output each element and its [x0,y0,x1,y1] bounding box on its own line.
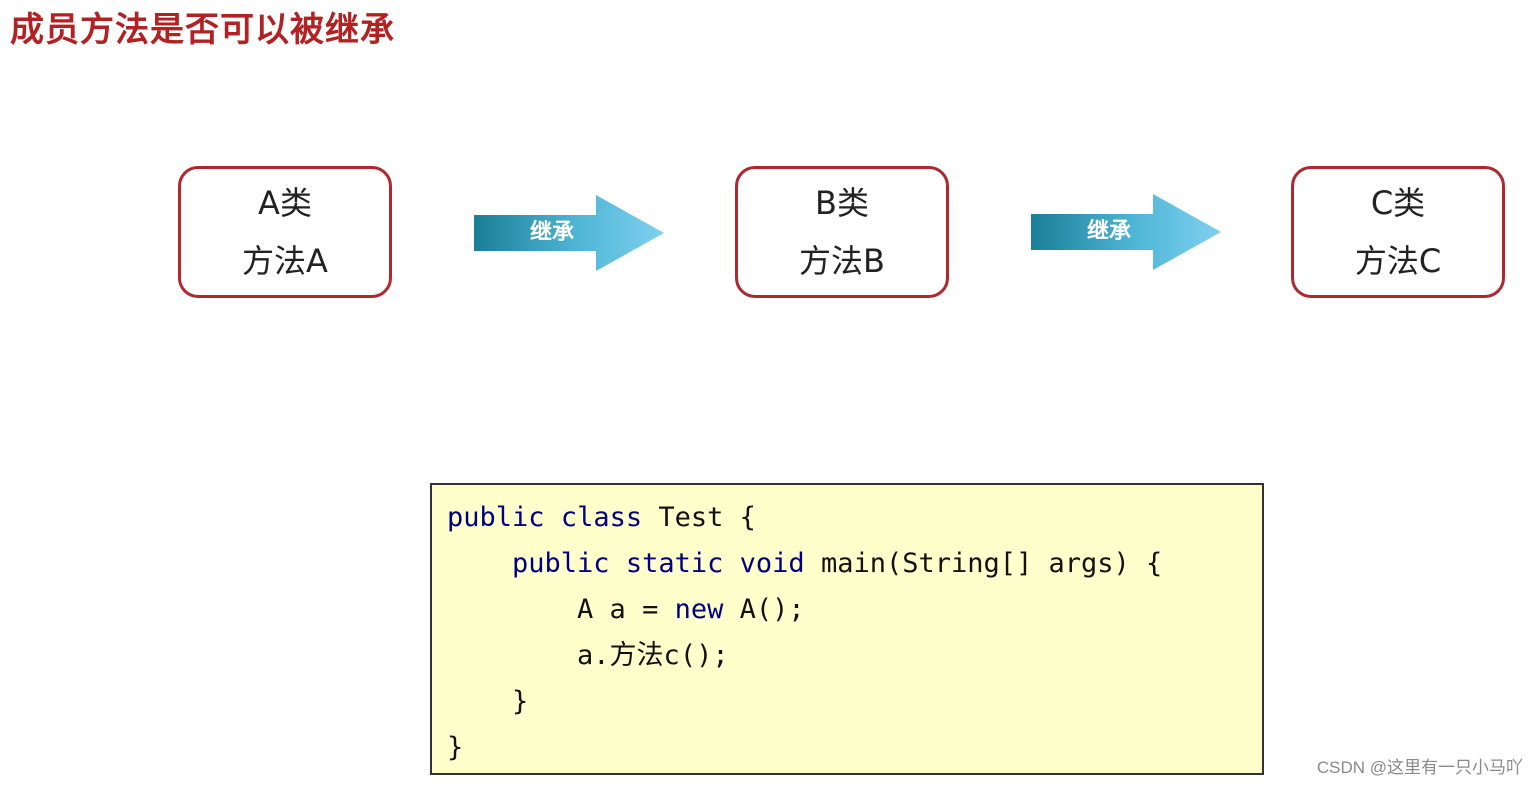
code-indent [447,594,577,625]
method-name: 方法B [799,242,885,280]
code-line: } [447,679,1262,725]
keyword: new [674,594,724,625]
code-text: } [447,732,464,763]
class-box-c: C类 方法C [1291,166,1505,298]
class-box-a: A类 方法A [178,166,392,298]
code-text: A(); [723,594,805,625]
inherit-arrow-a-b: 继承 [472,193,666,273]
code-block: public class Test { public static void m… [430,483,1264,775]
code-indent [447,640,577,671]
inherit-arrow-b-c: 继承 [1029,192,1223,272]
page-title: 成员方法是否可以被继承 [10,10,395,50]
arrow-label: 继承 [529,220,574,245]
keyword: class [560,502,643,533]
code-line: public class Test { [447,495,1262,541]
keyword: static [625,548,724,579]
keyword: void [739,548,805,579]
code-indent [447,686,512,717]
keyword: public [512,548,610,579]
class-box-b: B类 方法B [735,166,949,298]
code-text: main(String[] args) { [804,548,1163,579]
arrow-right-icon [1031,194,1221,270]
class-name: B类 [815,184,869,222]
code-text: a.方法c(); [577,640,729,671]
watermark: CSDN @这里有一只小马吖 [1316,758,1523,777]
code-line: A a = new A(); [447,587,1262,633]
code-indent [447,548,512,579]
code-line: } [447,725,1262,771]
code-line: public static void main(String[] args) { [447,541,1262,587]
class-name: A类 [258,184,312,222]
code-line: a.方法c(); [447,633,1262,679]
method-name: 方法C [1354,242,1442,280]
code-text: Test { [642,502,756,533]
keyword: public [447,502,545,533]
code-text: A a = [577,594,675,625]
arrow-label: 继承 [1086,219,1131,244]
method-name: 方法A [242,242,328,280]
arrow-right-icon [474,195,664,271]
class-name: C类 [1370,184,1426,222]
code-text: } [512,686,529,717]
